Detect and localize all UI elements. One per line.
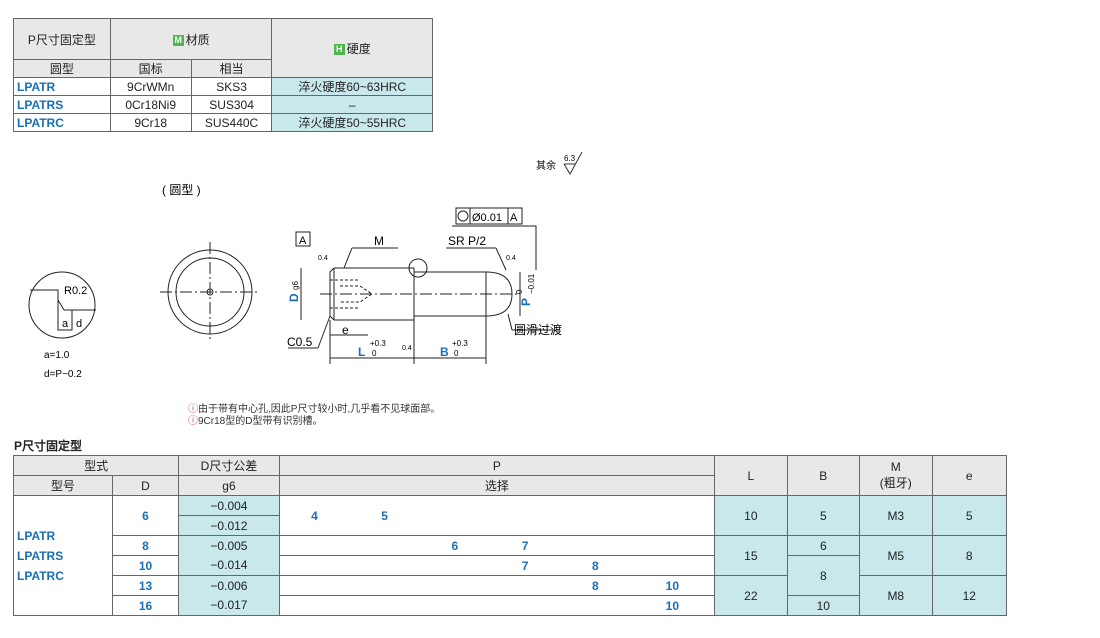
svg-text:0: 0 — [454, 349, 459, 358]
h-d: D — [111, 475, 180, 496]
type-header: P尺寸固定型 — [13, 18, 111, 60]
concentricity-icon — [457, 210, 469, 222]
side-view — [288, 225, 556, 364]
section-title: P尺寸固定型 — [14, 439, 83, 453]
svg-text:P: P — [519, 298, 533, 306]
h-dtol: D尺寸公差 — [178, 455, 280, 476]
surface-symbol-icon — [563, 151, 583, 176]
svg-text:a=1.0: a=1.0 — [44, 350, 70, 361]
svg-text:Ø0.01: Ø0.01 — [472, 212, 502, 224]
svg-text:R0.2: R0.2 — [64, 285, 87, 297]
svg-text:6.3: 6.3 — [564, 154, 576, 163]
svg-text:B: B — [440, 345, 449, 359]
svg-text:0: 0 — [372, 349, 377, 358]
hardness-badge: H — [333, 43, 345, 55]
round-type-label: ( 圆型 ) — [162, 183, 201, 197]
tolerance-frame — [455, 207, 523, 225]
svg-text:0.4: 0.4 — [506, 255, 516, 262]
svg-text:g6: g6 — [291, 281, 300, 290]
h-g6: g6 — [178, 475, 280, 496]
h-m: M(粗牙) — [859, 455, 933, 496]
svg-text:0: 0 — [515, 289, 524, 294]
note-1: ⓘ由于带有中心孔,因此P尺寸较小时,几乎看不见球面部。 — [188, 404, 441, 415]
technical-drawing: 其余 6.3 ( 圆型 ) R0.2 a d a=1.0 d=P−0.2 — [28, 151, 583, 380]
svg-text:M: M — [374, 234, 384, 248]
detail-view — [28, 271, 96, 339]
svg-text:a: a — [62, 318, 69, 330]
svg-text:e: e — [342, 323, 349, 337]
svg-text:0.4: 0.4 — [402, 345, 412, 352]
h-p: P — [278, 455, 716, 476]
datum-label: A — [299, 235, 307, 247]
svg-text:C0.5: C0.5 — [287, 335, 313, 349]
smooth-transition-label: 圆滑过渡 — [514, 322, 562, 337]
svg-text:0.4: 0.4 — [318, 255, 328, 262]
svg-text:d: d — [76, 318, 82, 330]
svg-text:D: D — [287, 293, 301, 302]
svg-text:SR P/2: SR P/2 — [448, 234, 486, 248]
svg-text:+0.3: +0.3 — [370, 339, 386, 348]
svg-text:−0.01: −0.01 — [527, 273, 536, 294]
svg-text:L: L — [358, 345, 365, 359]
end-view — [160, 242, 260, 342]
surface-rest-label: 其余 — [536, 159, 556, 172]
h-type: 型式 — [12, 455, 180, 476]
gb-header: 国标 — [109, 59, 192, 78]
h-l: L — [714, 455, 788, 496]
svg-text:A: A — [510, 212, 518, 224]
h-model: 型号 — [13, 475, 113, 496]
h-select: 选择 — [278, 475, 716, 496]
shape-header: 圆型 — [13, 59, 111, 78]
material-badge: M — [172, 34, 184, 46]
h-b: B — [786, 455, 861, 496]
note-2: ⓘ9Cr18型的D型带有识别槽。 — [188, 416, 323, 427]
svg-text:d=P−0.2: d=P−0.2 — [44, 369, 82, 380]
equiv-header: 相当 — [190, 59, 273, 78]
h-e: e — [931, 455, 1008, 496]
svg-text:+0.3: +0.3 — [452, 339, 468, 348]
